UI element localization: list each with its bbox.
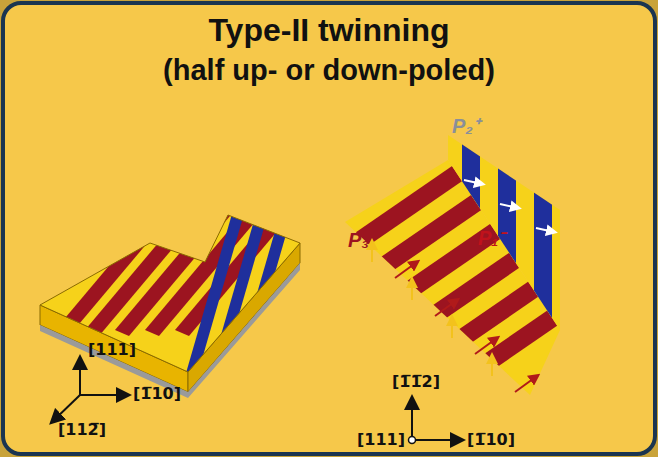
subtitle: (half up- or down-poled) (163, 54, 495, 87)
polarization-arrow (536, 228, 554, 232)
axis-label: [111] (357, 430, 405, 449)
polarization-arrow (515, 376, 537, 392)
polarization-arrow (464, 180, 482, 184)
polarization-arrow (411, 280, 413, 300)
axis-label: [111] (88, 340, 136, 359)
axis-label: [1̅10] (133, 384, 181, 403)
axis-label: [1̅10] (467, 430, 515, 449)
blue-domain (462, 120, 480, 350)
axis-label: [1̅1̅2] (392, 372, 440, 391)
title: Type-II twinning (208, 12, 449, 49)
polarization-arrow (500, 204, 518, 208)
blue-domain (208, 200, 272, 380)
polarization-arrow (451, 318, 453, 338)
axis-label: [112̅] (58, 420, 106, 439)
polarization-label: P₁⁻ (478, 224, 505, 251)
polarization-label: P₃⁺ (348, 226, 376, 253)
red-domain (330, 288, 580, 457)
polarization-arrow (395, 262, 417, 278)
blue-domain (232, 200, 296, 380)
polarization-arrow (475, 338, 497, 354)
polarization-arrow (435, 300, 457, 316)
blue-domain (534, 120, 552, 350)
polarization-label: P₂⁺ (452, 112, 480, 139)
polarization-arrow (491, 356, 493, 376)
